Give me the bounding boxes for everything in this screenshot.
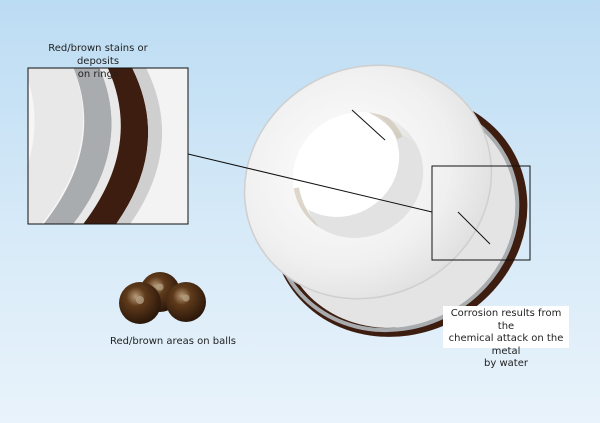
stains-label-line1: Red/brown stains or deposits: [48, 43, 148, 67]
note-line3: by water: [484, 358, 528, 369]
note-line2: chemical attack on the metal: [448, 333, 564, 357]
stains-label-line2: on rings: [77, 69, 119, 80]
note-line1: Corrosion results from the: [450, 308, 562, 332]
corrosion-note: Corrosion results from the chemical atta…: [443, 306, 569, 369]
zoom-connector-top: [187, 153, 433, 213]
groove-marker: [457, 211, 491, 245]
ring-callout-frame: [431, 165, 531, 261]
corroded-balls: [119, 272, 206, 324]
bore-marker: [351, 109, 386, 141]
zoom-inset: [27, 67, 189, 225]
stains-label: Red/brown stains or deposits on rings: [28, 42, 168, 81]
balls-label: Red/brown areas on balls: [110, 336, 236, 347]
